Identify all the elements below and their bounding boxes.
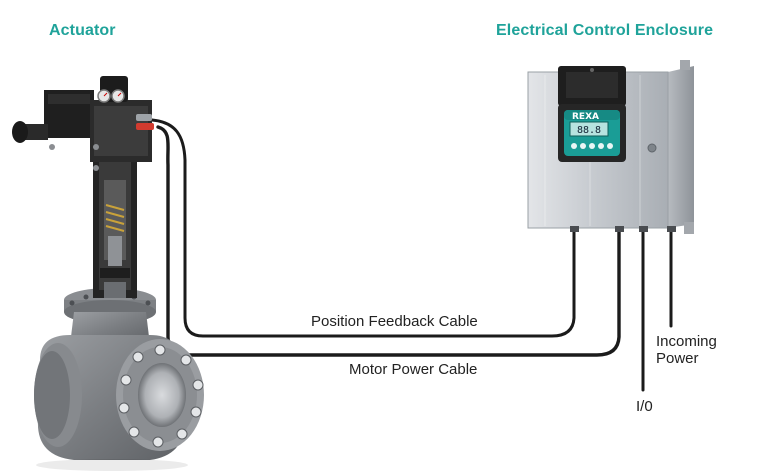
enclosure-logo: REXA xyxy=(572,112,599,122)
position-feedback-cable xyxy=(150,118,576,338)
controller-display-text: 88.8 xyxy=(577,125,601,136)
position-feedback-cable-label: Position Feedback Cable xyxy=(311,313,478,330)
actuator-title: Actuator xyxy=(49,22,116,39)
valve-body xyxy=(34,288,204,471)
io-label: I/0 xyxy=(636,398,653,415)
enclosure-assembly: REXA 88.8 xyxy=(527,60,694,234)
incoming-power-label-line2: Power xyxy=(656,350,699,367)
incoming-power-label-line1: Incoming xyxy=(656,333,717,350)
enclosure-title: Electrical Control Enclosure xyxy=(496,22,714,39)
motor-power-cable-label: Motor Power Cable xyxy=(349,361,478,378)
actuator-assembly xyxy=(12,76,154,298)
